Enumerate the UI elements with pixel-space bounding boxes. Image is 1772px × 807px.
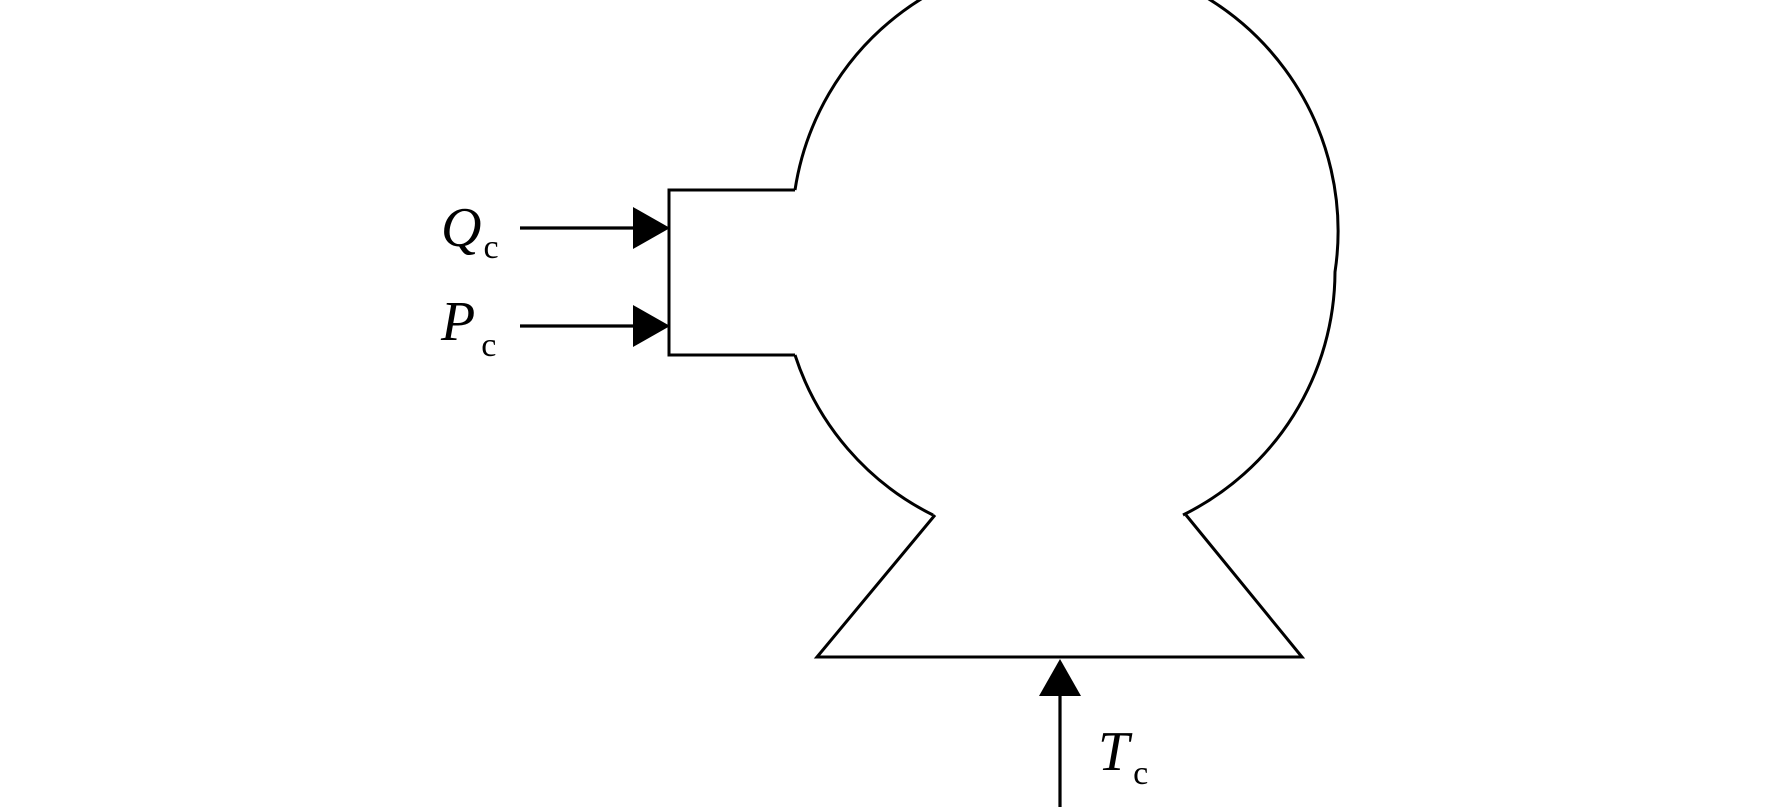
- arrow-head-icon: [1039, 659, 1081, 696]
- flow-label: Qc: [441, 197, 499, 266]
- pressure-subscript: c: [481, 327, 496, 364]
- pressure-arrow: [520, 305, 670, 347]
- pump-base: [813, 514, 1306, 659]
- pump-inlet-port: [667, 188, 795, 357]
- flow-arrow: [520, 207, 670, 249]
- pump-symbol-icon: [667, 0, 1340, 659]
- torque-subscript: c: [1133, 755, 1148, 792]
- arrow-head-icon: [633, 207, 670, 249]
- flow-symbol: Q: [441, 197, 481, 259]
- torque-arrow: [1039, 659, 1081, 807]
- torque-symbol: T: [1098, 721, 1133, 783]
- pump-casing-outline: [793, 0, 1340, 517]
- flow-subscript: c: [483, 229, 498, 266]
- pressure-symbol: P: [440, 291, 475, 353]
- arrow-head-icon: [633, 305, 670, 347]
